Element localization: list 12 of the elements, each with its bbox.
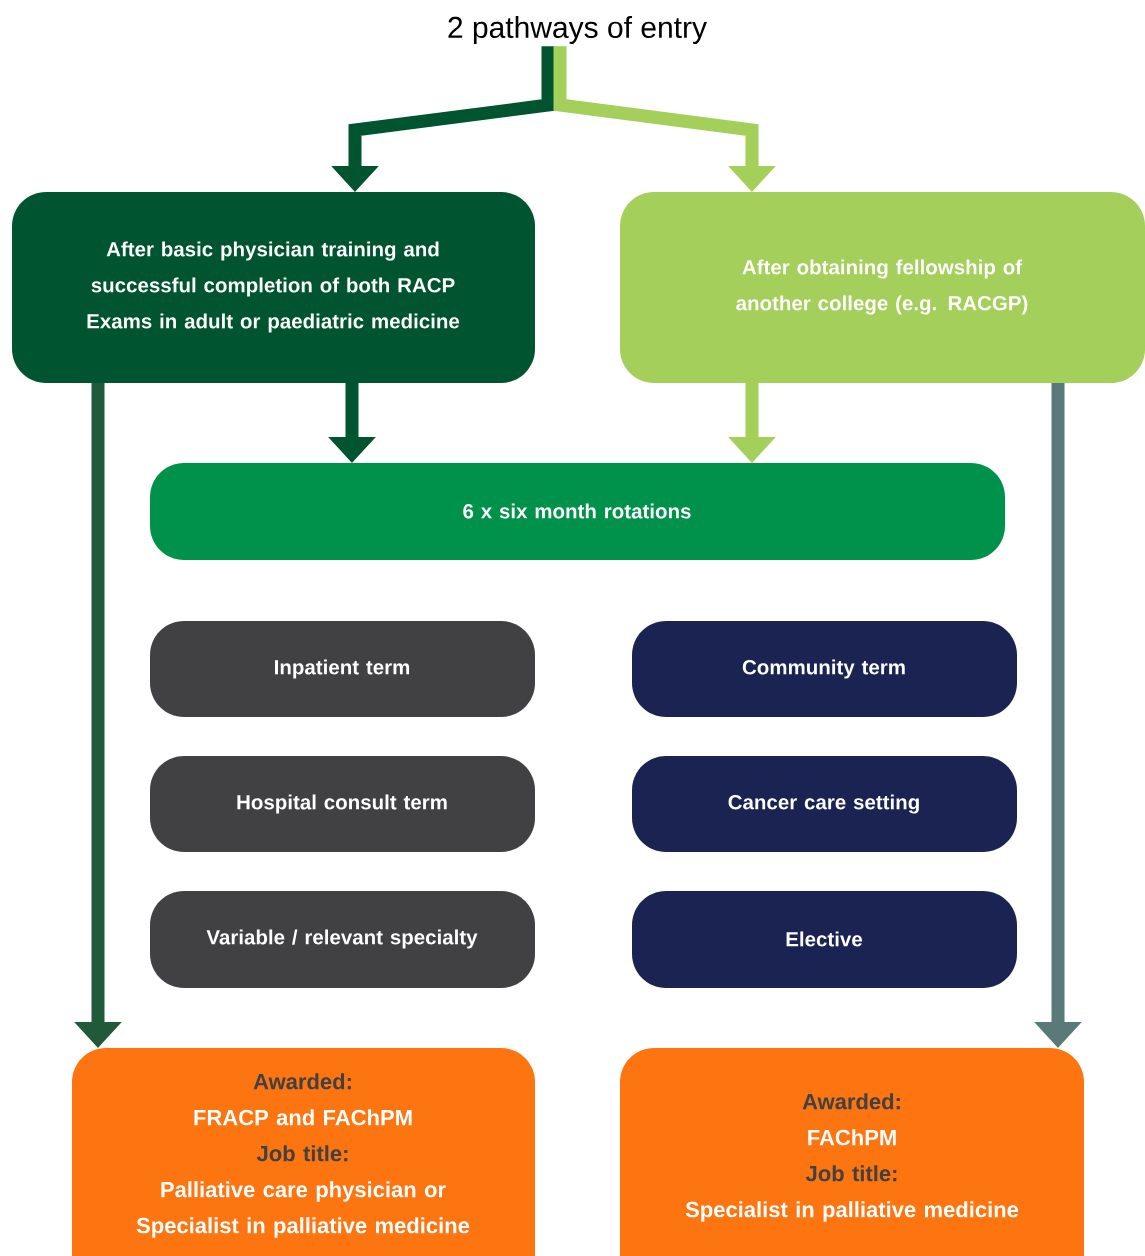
entry-box: After obtaining fellowship of another college (e.g. RACGP) <box>620 192 1145 383</box>
term-box: Elective <box>632 891 1017 988</box>
outcome-box: Awarded: FAChPM Job title: Specialist in palliative medicine <box>620 1048 1084 1256</box>
term-box: Cancer care setting <box>632 756 1017 852</box>
outcome-box: Awarded: FRACP and FAChPM Job title: Palliative care physician or Specialist in palliative medicine <box>72 1048 535 1256</box>
entry-box: After basic physician training and successful completion of both RACP Exams in adult or paediatric medicine <box>12 192 535 383</box>
term-box: Community term <box>632 621 1017 717</box>
term-box: Variable / relevant specialty <box>150 891 535 988</box>
rotations-box: 6 x six month rotations <box>150 463 1005 560</box>
term-box: Inpatient term <box>150 621 535 717</box>
term-box: Hospital consult term <box>150 756 535 852</box>
title: 2 pathways of entry <box>448 16 707 44</box>
